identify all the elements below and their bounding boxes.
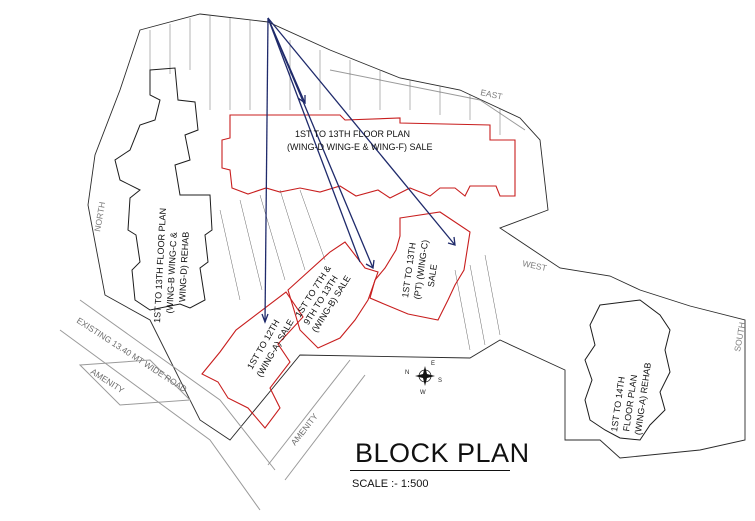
label-west: WEST — [522, 258, 548, 273]
sale-building-b — [287, 241, 379, 349]
svg-text:W: W — [420, 390, 426, 396]
label-wing-c-sale: 1ST TO 13TH (PT) (WING-C) SALE — [400, 239, 439, 300]
label-wing-a-rehab: 1ST TO 14TH FLOOR PLAN (WING-A) REHAB — [609, 362, 653, 436]
rehab-building-a — [584, 299, 671, 441]
label-east: EAST — [480, 87, 504, 101]
svg-text:1ST TO 13TH FLOOR PLAN: 1ST TO 13TH FLOOR PLAN — [295, 129, 410, 139]
label-wing-def: 1ST TO 13TH FLOOR PLAN (WING-D WING-E & … — [287, 129, 433, 152]
title-underline — [350, 470, 510, 471]
callout-arrows — [261, 17, 456, 324]
sale-building-a — [201, 291, 304, 429]
svg-text:WING-D) REHAB: WING-D) REHAB — [177, 231, 191, 302]
svg-text:E: E — [431, 361, 435, 367]
scale-label: SCALE :- 1:500 — [352, 478, 429, 490]
compass-rose-icon: N W E S — [405, 361, 442, 396]
main-road — [59, 299, 276, 511]
label-wing-b-sale: 1ST TO 7TH & 9TH TO 13TH (WING-B) SALE — [293, 264, 352, 334]
amenity-plot — [78, 359, 192, 406]
label-wing-bcd-rehab: 1ST TO 13TH FLOOR PLAN (WING-B WING-C & … — [152, 208, 191, 323]
block-plan-title: BLOCK PLAN — [355, 438, 530, 468]
label-amenity-2: AMENITY — [289, 411, 320, 447]
sale-building-c — [369, 211, 471, 321]
svg-text:(WING-B WING-C &: (WING-B WING-C & — [165, 232, 179, 314]
site-boundary — [87, 13, 746, 459]
sale-building-def — [221, 114, 516, 199]
amenity-road — [267, 359, 366, 481]
svg-text:N: N — [405, 370, 409, 376]
svg-text:(WING-D WING-E & WING-F) SALE: (WING-D WING-E & WING-F) SALE — [287, 142, 433, 152]
label-north: NORTH — [92, 201, 107, 232]
svg-text:SALE: SALE — [426, 264, 439, 288]
svg-text:S: S — [438, 378, 442, 384]
label-wing-a-sale: 1ST TO 12TH (WING-A) SALE — [245, 317, 296, 378]
rehab-building-bcd — [114, 67, 213, 311]
label-amenity-1: AMENITY — [89, 366, 126, 395]
